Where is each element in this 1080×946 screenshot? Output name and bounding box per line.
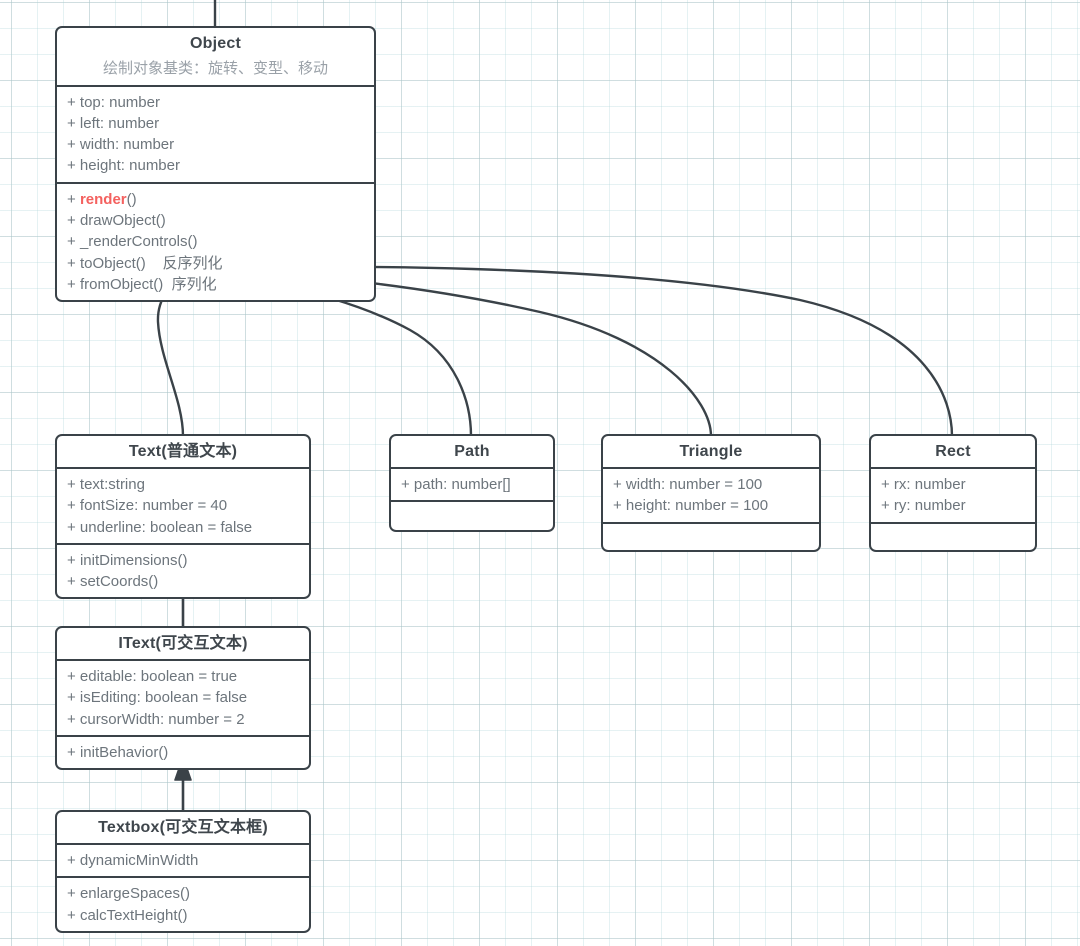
class-methods-textbox: + enlargeSpaces() + calcTextHeight() [57, 876, 309, 931]
class-box-triangle[interactable]: Triangle + width: number = 100 + height:… [601, 434, 821, 552]
method-suffix: enlargeSpaces() [79, 885, 190, 903]
attribute-row: + cursorWidth: number = 2 [67, 710, 245, 728]
attribute-row: + text:string [67, 476, 145, 493]
attribute-row: + path: number[] [401, 476, 511, 493]
class-attributes-text: + text:string + fontSize: number = 40 + … [57, 467, 309, 543]
method-row: + render() [57, 189, 374, 210]
class-methods-text: + initDimensions() + setCoords() [57, 542, 309, 598]
method-suffix: initDimensions() [79, 551, 188, 569]
method-prefix: + [67, 743, 80, 761]
class-methods-path [391, 500, 553, 530]
method-prefix: + [67, 233, 80, 251]
class-box-itext[interactable]: IText(可交互文本) + editable: boolean = true … [55, 626, 311, 771]
attribute-row: + top: number [67, 93, 160, 111]
attribute-row: + width: number = 100 [613, 476, 763, 493]
method-row: + calcTextHeight() [57, 905, 309, 926]
method-row: + setCoords() [57, 571, 309, 592]
method-suffix: _renderControls() [79, 233, 198, 251]
method-suffix: calcTextHeight() [79, 906, 188, 924]
class-title-rect: Rect [935, 443, 971, 460]
attribute-row: + dynamicMinWidth [67, 852, 199, 869]
class-methods-triangle [603, 521, 819, 550]
attribute-row: + height: number [67, 157, 180, 175]
class-title-path: Path [454, 443, 490, 460]
class-attributes-triangle: + width: number = 100 + height: number =… [603, 467, 819, 522]
attribute-row: + fontSize: number = 40 [67, 497, 228, 515]
method-prefix: + [67, 906, 80, 924]
method-row: + fromObject() 序列化 [57, 274, 374, 295]
attribute-row: + editable: boolean = true [67, 668, 238, 685]
method-prefix: + [67, 885, 80, 903]
class-box-object[interactable]: Object 绘制对象基类：旋转、变型、移动 + top: number + l… [55, 26, 376, 303]
method-suffix: drawObject() [79, 211, 166, 229]
class-title-itext: IText(可交互文本) [118, 635, 248, 652]
attribute-row: + width: number [67, 136, 175, 154]
method-row: + enlargeSpaces() [57, 883, 309, 904]
method-suffix: () [126, 190, 137, 208]
attribute-row: + underline: boolean = false [67, 518, 253, 536]
method-row: + drawObject() [57, 210, 374, 231]
method-row: + initBehavior() [57, 742, 309, 763]
method-prefix: + [67, 254, 80, 272]
class-attributes-itext: + editable: boolean = true + isEditing: … [57, 659, 309, 735]
method-row: + _renderControls() [57, 231, 374, 252]
attribute-row: + height: number = 100 [613, 497, 769, 515]
method-prefix: + [67, 551, 80, 569]
attribute-row: + rx: number [881, 476, 966, 493]
class-box-textbox[interactable]: Textbox(可交互文本框) + dynamicMinWidth + enla… [55, 810, 311, 933]
attribute-row: + ry: number [881, 497, 966, 515]
class-title-object: Object [190, 35, 241, 52]
method-suffix: toObject() [79, 254, 146, 272]
class-box-rect[interactable]: Rect + rx: number + ry: number [869, 434, 1037, 552]
class-box-path[interactable]: Path + path: number[] [389, 434, 555, 533]
method-prefix: + [67, 211, 80, 229]
class-title-triangle: Triangle [679, 443, 743, 460]
method-prefix: + [67, 190, 80, 208]
class-methods-object: + render() + drawObject() + _renderContr… [57, 181, 374, 300]
class-methods-itext: + initBehavior() [57, 734, 309, 768]
class-attributes-textbox: + dynamicMinWidth [57, 843, 309, 876]
method-row: + initDimensions() [57, 550, 309, 571]
class-attributes-path: + path: number[] [391, 467, 553, 500]
class-title-text: Text(普通文本) [128, 443, 238, 460]
method-prefix: + [67, 275, 80, 293]
class-attributes-rect: + rx: number + ry: number [871, 467, 1035, 522]
class-box-text[interactable]: Text(普通文本) + text:string + fontSize: num… [55, 434, 311, 600]
method-prefix: + [67, 573, 80, 591]
method-suffix: fromObject() [79, 275, 164, 293]
attribute-row: + isEditing: boolean = false [67, 689, 248, 707]
method-accent: render [79, 190, 127, 208]
method-suffix: initBehavior() [79, 743, 169, 761]
attribute-row: + left: number [67, 114, 160, 132]
class-attributes-object: + top: number + left: number + width: nu… [57, 84, 374, 182]
class-methods-rect [871, 521, 1035, 550]
method-row: + toObject() 反序列化 [57, 253, 374, 274]
class-title-textbox: Textbox(可交互文本框) [98, 819, 268, 836]
method-suffix: setCoords() [79, 573, 159, 591]
class-subtitle-object: 绘制对象基类：旋转、变型、移动 [102, 60, 328, 77]
method-note: 序列化 [163, 275, 217, 293]
method-note: 反序列化 [145, 254, 223, 272]
